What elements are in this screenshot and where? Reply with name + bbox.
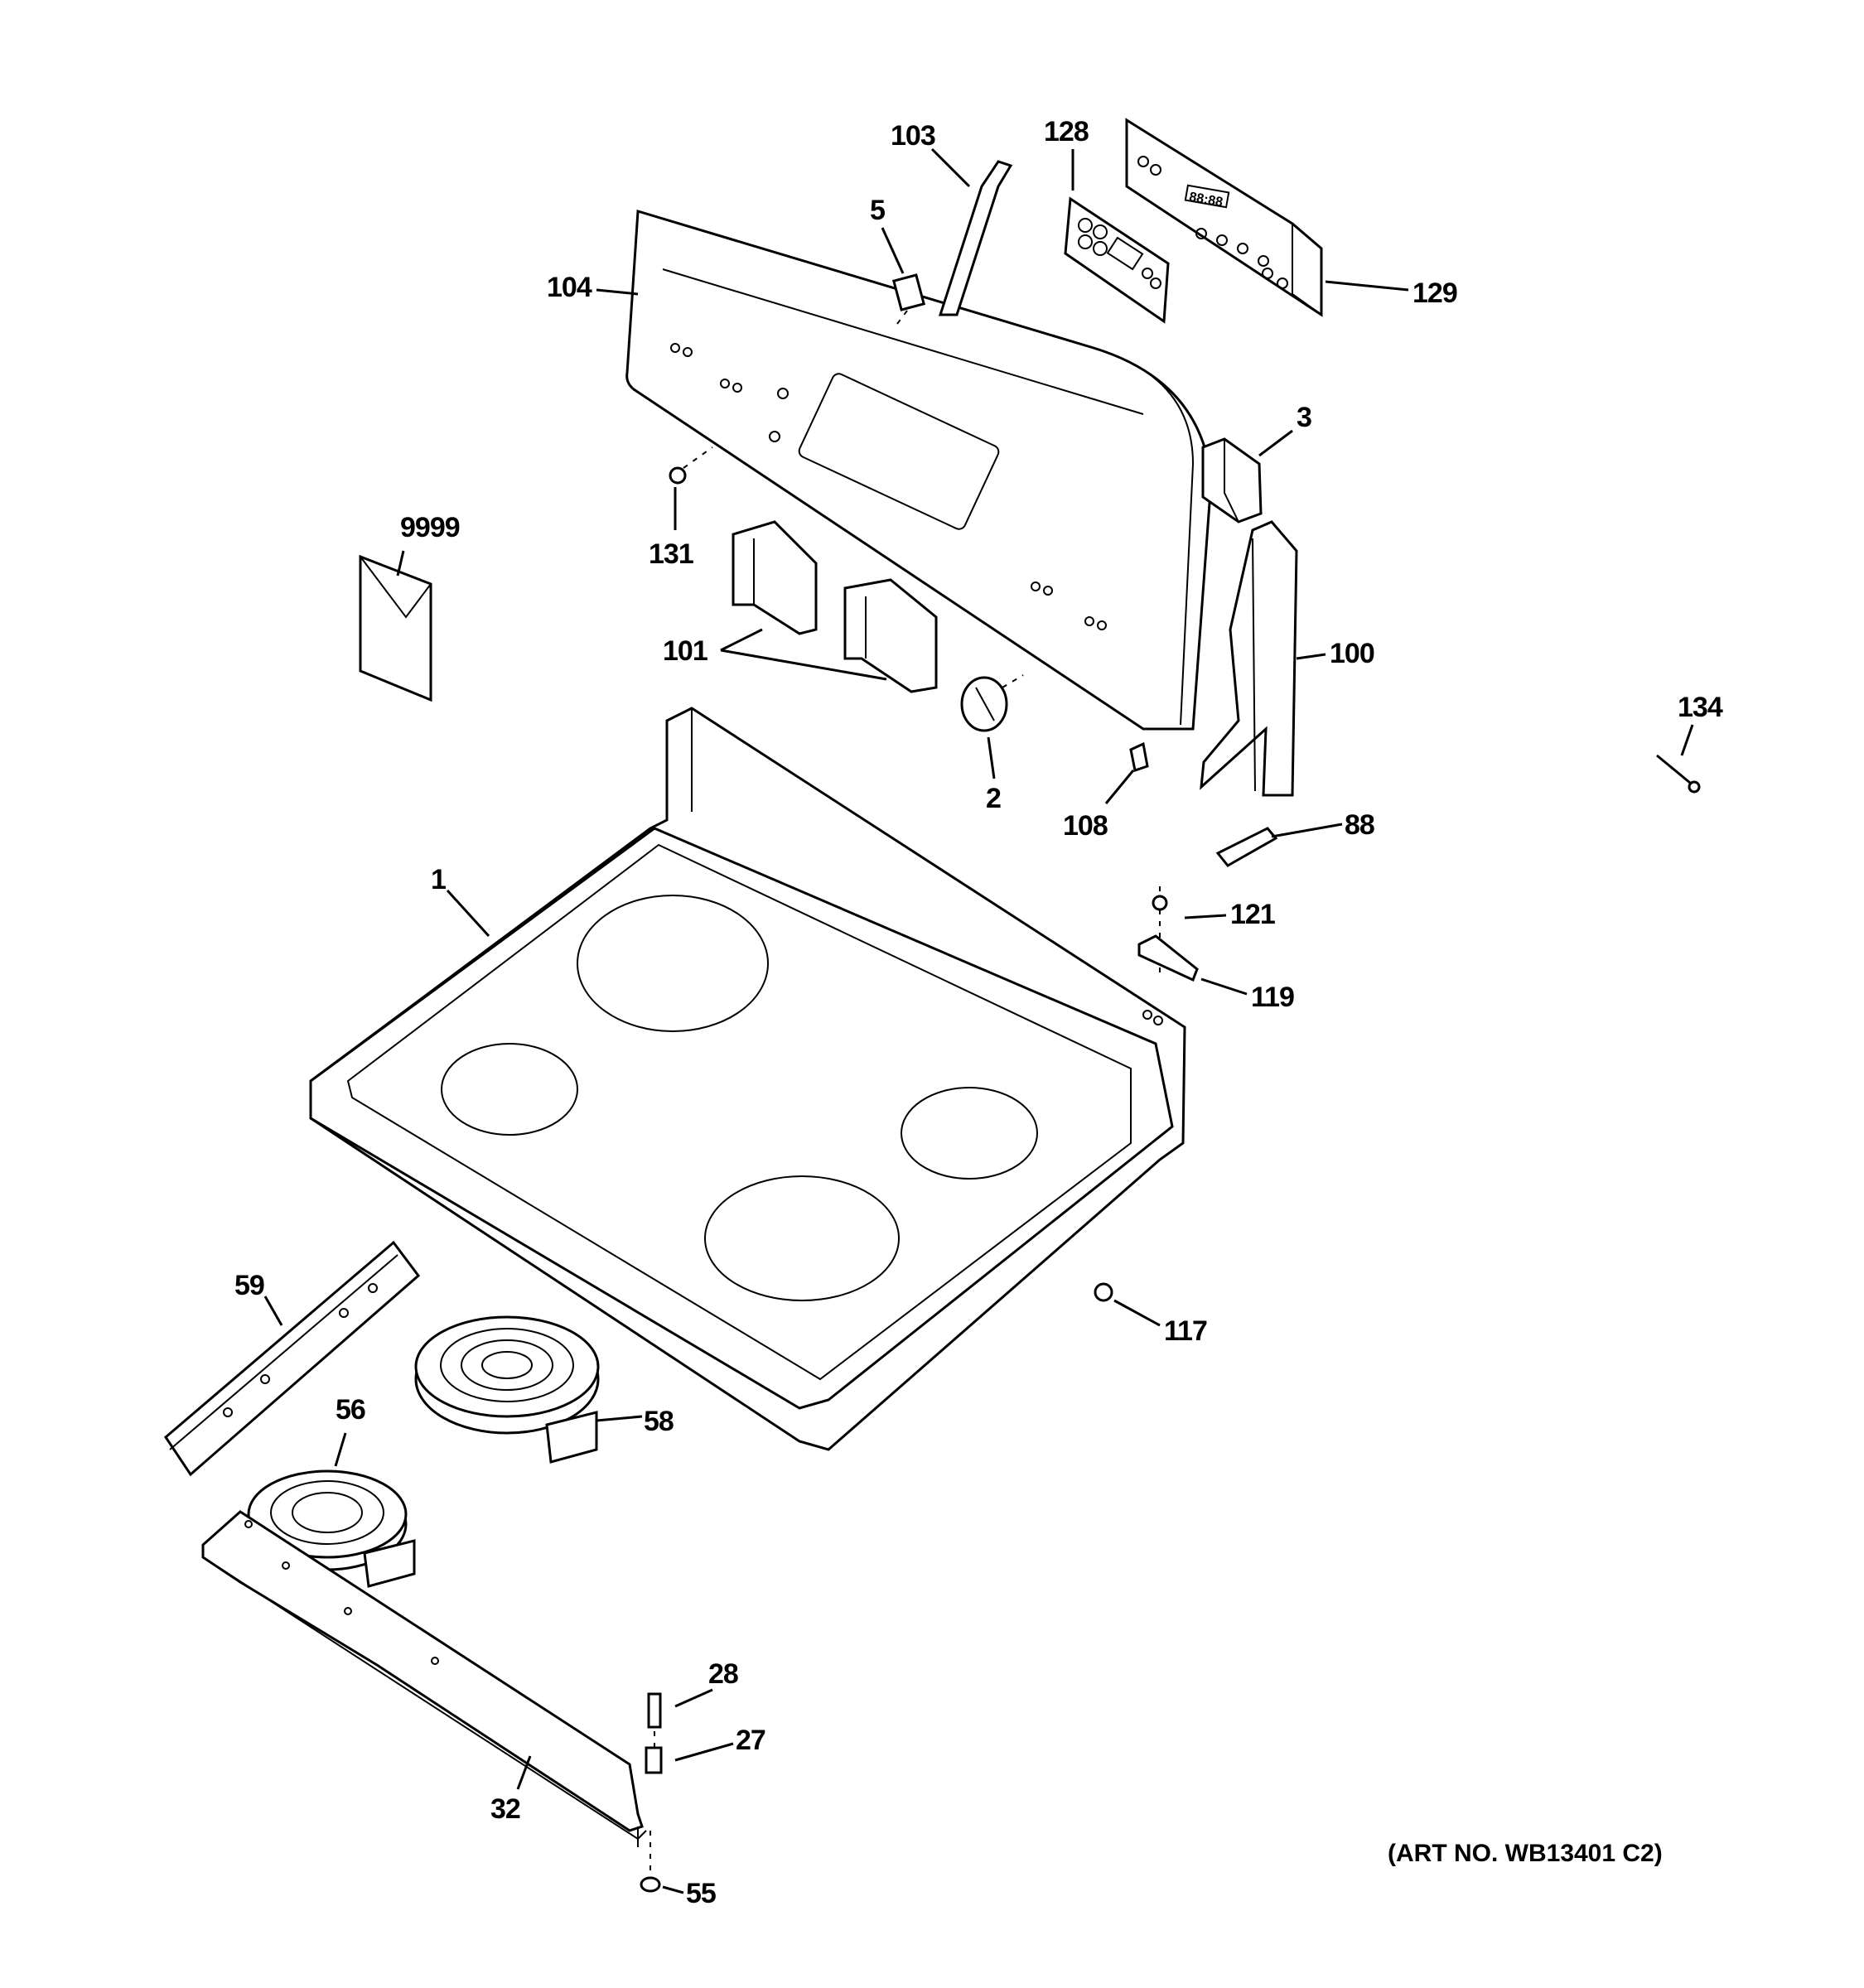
label-134: 134 [1678,692,1723,723]
label-59: 59 [234,1270,264,1301]
label-2: 2 [986,783,1001,814]
label-121: 121 [1230,899,1275,930]
end-cap-part [1200,520,1298,797]
label-101: 101 [663,635,707,667]
label-32: 32 [490,1793,520,1825]
part-labels: 103 5 128 129 104 3 131 9999 100 101 2 1… [234,116,1724,1909]
clip-88-part [1215,827,1278,867]
stud-28-part [647,1692,662,1752]
label-1: 1 [431,864,446,895]
label-119: 119 [1251,982,1294,1013]
backsplash-part [625,210,1213,731]
clip-part [1129,741,1149,772]
screw-134-part [1656,754,1701,794]
label-103: 103 [891,120,935,152]
label-3: 3 [1297,402,1311,433]
element-bracket-part [201,1510,647,1847]
label-9999: 9999 [400,512,460,543]
element-58-part [414,1315,600,1464]
label-100: 100 [1330,638,1374,669]
label-58: 58 [644,1406,674,1437]
nut-117-part [1094,1282,1113,1302]
label-117: 117 [1164,1315,1207,1347]
label-5: 5 [870,195,885,226]
label-27: 27 [736,1725,765,1756]
literature-part [359,554,432,702]
label-88: 88 [1345,809,1374,841]
terminal-block-part [1201,437,1263,524]
bracket-part [938,160,1013,316]
label-56: 56 [336,1394,365,1426]
label-55: 55 [686,1878,716,1909]
label-128: 128 [1044,116,1089,147]
board-display: 88:88 [1188,190,1224,210]
hinge-119-part [1137,934,1199,982]
label-131: 131 [649,538,693,570]
rail-part [164,1240,421,1477]
label-104: 104 [547,272,592,303]
control-overlay-part [1064,196,1170,324]
screw-part [669,446,713,485]
knob-part [960,674,1024,732]
label-108: 108 [1063,810,1108,842]
control-board-part: 88:88 [1125,118,1323,317]
nut-55-part [640,1831,661,1893]
art-number: (ART NO. WB13401 C2) [1388,1840,1663,1867]
panel-brackets-part [732,520,938,693]
leader-lines [263,147,1694,1894]
stud-27-part [645,1746,663,1774]
switch-part [891,273,926,328]
screw-121-part [1152,886,1168,977]
label-28: 28 [708,1658,738,1690]
label-129: 129 [1412,277,1457,309]
cooktop-part [309,707,1186,1451]
